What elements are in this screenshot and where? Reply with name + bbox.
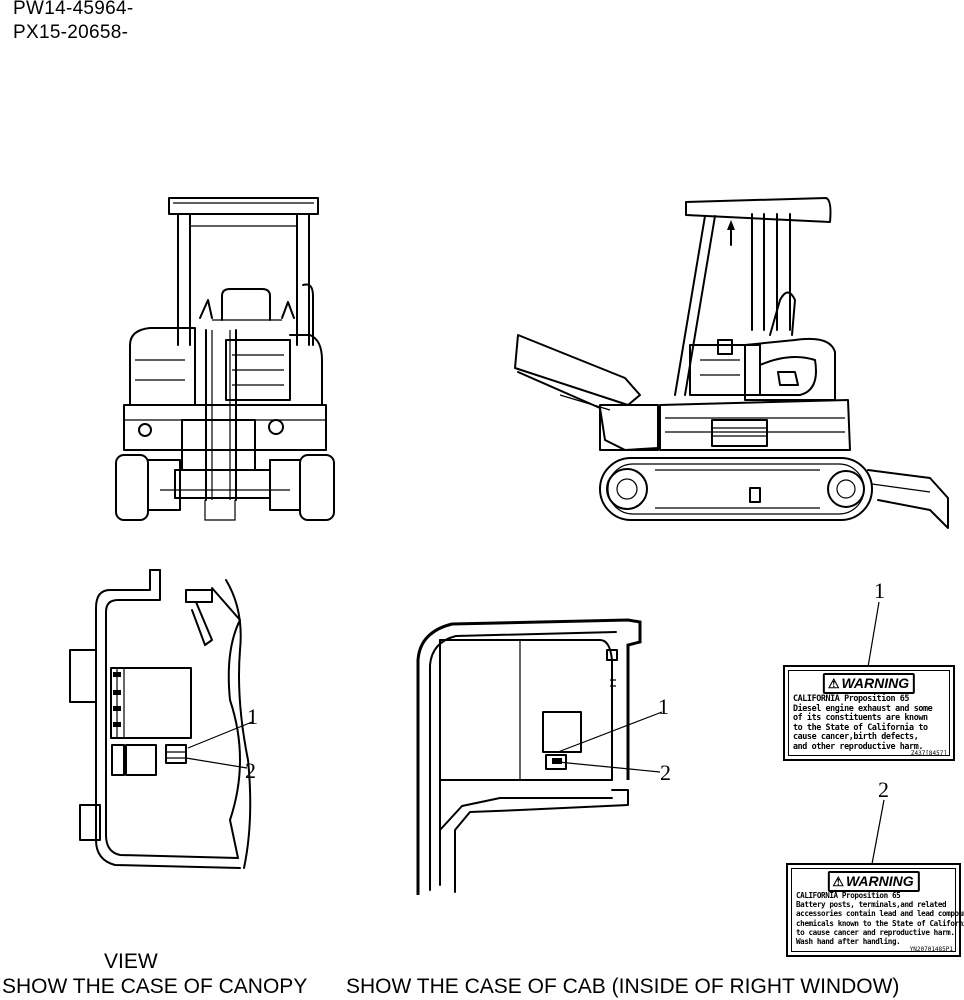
serial-range-1: PW14-45964- (13, 0, 134, 19)
warning-triangle-icon: ⚠ (827, 676, 840, 691)
excavator-side-view (514, 197, 949, 529)
caption-canopy: SHOW THE CASE OF CANOPY (2, 975, 308, 998)
excavator-front-view (115, 197, 335, 521)
caption-cab: SHOW THE CASE OF CAB (INSIDE OF RIGHT WI… (346, 975, 900, 998)
warning-code-2: YN20701485P1 (909, 946, 953, 953)
warning-code-1: Z437[8457] (910, 750, 947, 757)
canopy-callout-2: 2 (245, 758, 256, 783)
cab-callout-2: 2 (660, 760, 671, 785)
label-callouts: 1 2 (867, 578, 889, 865)
label-1-callout: 1 (874, 578, 885, 603)
warning-heading-2: ⚠WARNING (827, 871, 920, 892)
warning-text-2: CALIFORNIA Proposition 65 Battery posts,… (796, 891, 964, 947)
serial-range-2: PX15-20658- (13, 22, 129, 43)
canopy-callout-1: 1 (247, 704, 258, 729)
label-2-callout: 2 (878, 777, 889, 802)
warning-heading-1: ⚠WARNING (822, 673, 916, 694)
warning-label-1: ⚠WARNING CALIFORNIA Proposition 65 Diese… (783, 665, 955, 761)
cab-detail-view: 1 2 (416, 618, 671, 895)
warning-label-2: ⚠WARNING CALIFORNIA Proposition 65 Batte… (786, 863, 964, 957)
canopy-detail-view: 1 2 (69, 569, 258, 869)
warning-triangle-icon: ⚠ (832, 874, 844, 889)
cab-callout-1: 1 (658, 694, 669, 719)
caption-view: VIEW (104, 950, 158, 973)
warning-text-1: CALIFORNIA Proposition 65 Diesel engine … (793, 693, 933, 751)
